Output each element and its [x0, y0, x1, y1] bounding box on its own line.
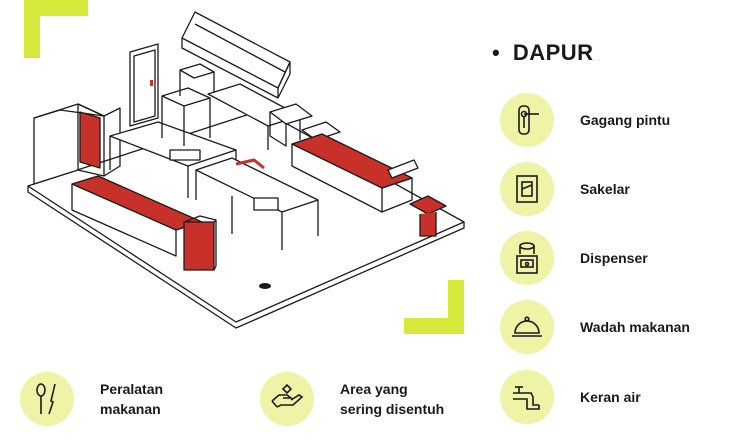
- food-cloche-icon: [500, 300, 554, 354]
- water-dispenser-icon: [500, 231, 554, 285]
- legend-item-cutlery: Peralatan makanan: [20, 372, 230, 426]
- legend-label: Dispenser: [580, 249, 648, 266]
- corner-accent-top-left-vertical: [24, 0, 40, 58]
- legend-label-line2: sering disentuh: [340, 401, 445, 417]
- legend-item-faucet: Keran air: [500, 370, 641, 424]
- hand-touch-icon: [260, 372, 314, 426]
- section-title: • DAPUR: [492, 40, 594, 66]
- legend-item-food-container: Wadah makanan: [500, 300, 690, 354]
- light-switch-icon: [500, 162, 554, 216]
- legend-item-dispenser: Dispenser: [500, 231, 648, 285]
- sink-box: [269, 103, 313, 125]
- legend-label: Area yang sering disentuh: [340, 379, 480, 419]
- kitchen-illustration: [27, 11, 465, 329]
- corner-accent-top-left-horizontal: [24, 0, 88, 16]
- legend-label: Gagang pintu: [580, 111, 671, 128]
- legend-item-door-handle: Gagang pintu: [500, 93, 670, 147]
- legend-item-touch-area: Area yang sering disentuh: [260, 372, 480, 426]
- title-bullet: •: [492, 40, 501, 65]
- legend-label: Keran air: [580, 388, 641, 405]
- door: [129, 43, 159, 127]
- legend-item-switch: Sakelar: [500, 162, 630, 216]
- legend-label: Peralatan makanan: [100, 379, 230, 419]
- legend-label-line2: makanan: [100, 401, 161, 417]
- cabinet-interior-highlight: [79, 111, 101, 169]
- water-faucet-icon: [500, 370, 554, 424]
- legend-label-line1: Peralatan: [100, 381, 164, 397]
- legend-label: Wadah makanan: [580, 318, 690, 335]
- title-text: DAPUR: [512, 40, 594, 65]
- legend-label-line1: Area yang: [340, 381, 408, 397]
- spoon-knife-icon: [20, 372, 74, 426]
- corner-accent-bottom-right-vertical: [448, 280, 464, 334]
- legend-label: Sakelar: [580, 180, 630, 197]
- tray-rack: [183, 221, 215, 271]
- hand-wash-sink: [409, 195, 447, 215]
- door-handle-icon: [500, 93, 554, 147]
- stove: [161, 87, 211, 107]
